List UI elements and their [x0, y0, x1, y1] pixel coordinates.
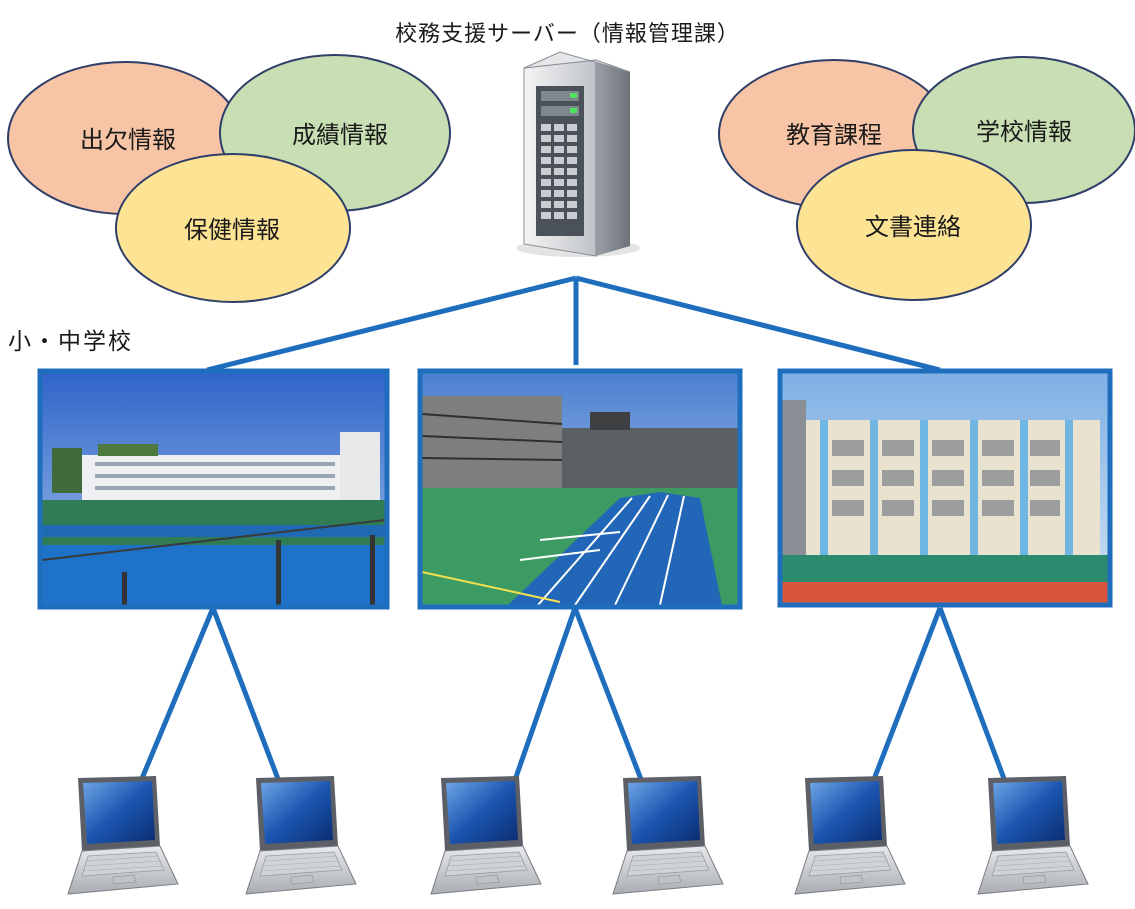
left-info-cluster: [7, 54, 451, 303]
laptop-icons: [67, 775, 1089, 895]
laptop-icon-1: [67, 775, 179, 895]
link-school-3-laptop-1: [863, 607, 943, 801]
connection-lines: [130, 275, 1015, 801]
laptop-icon-5: [794, 775, 906, 895]
school-building-photo-3: [777, 368, 1113, 608]
laptop-icon-6: [977, 775, 1089, 895]
attendance-label: 出欠情報: [80, 126, 176, 154]
laptop-icon-4: [612, 775, 724, 895]
server-title: 校務支援サーバー（情報管理課）: [395, 22, 740, 47]
school-info-label: 学校情報: [976, 118, 1072, 146]
link-school-1-laptop-2: [210, 607, 289, 801]
grades-label: 成績情報: [292, 121, 388, 149]
health-label: 保健情報: [184, 216, 280, 244]
server-tower-icon: [516, 51, 640, 257]
school-building-photo-1: [37, 368, 390, 610]
link-server-school-1: [206, 275, 577, 373]
link-school-2-laptop-1: [505, 607, 578, 801]
documents-bubble: [796, 149, 1032, 301]
curriculum-label: 教育課程: [786, 121, 882, 149]
laptop-icon-2: [245, 775, 357, 895]
right-info-cluster: [718, 56, 1135, 301]
link-school-2-laptop-2: [572, 607, 652, 801]
link-server-school-3: [575, 275, 941, 373]
schools-label: 小・中学校: [8, 329, 133, 355]
link-school-1-laptop-1: [130, 607, 216, 801]
link-school-3-laptop-2: [937, 607, 1015, 801]
documents-label: 文書連絡: [865, 213, 961, 241]
school-building-photo-2: [417, 368, 743, 610]
health-bubble: [115, 153, 351, 303]
laptop-icon-3: [430, 775, 542, 895]
